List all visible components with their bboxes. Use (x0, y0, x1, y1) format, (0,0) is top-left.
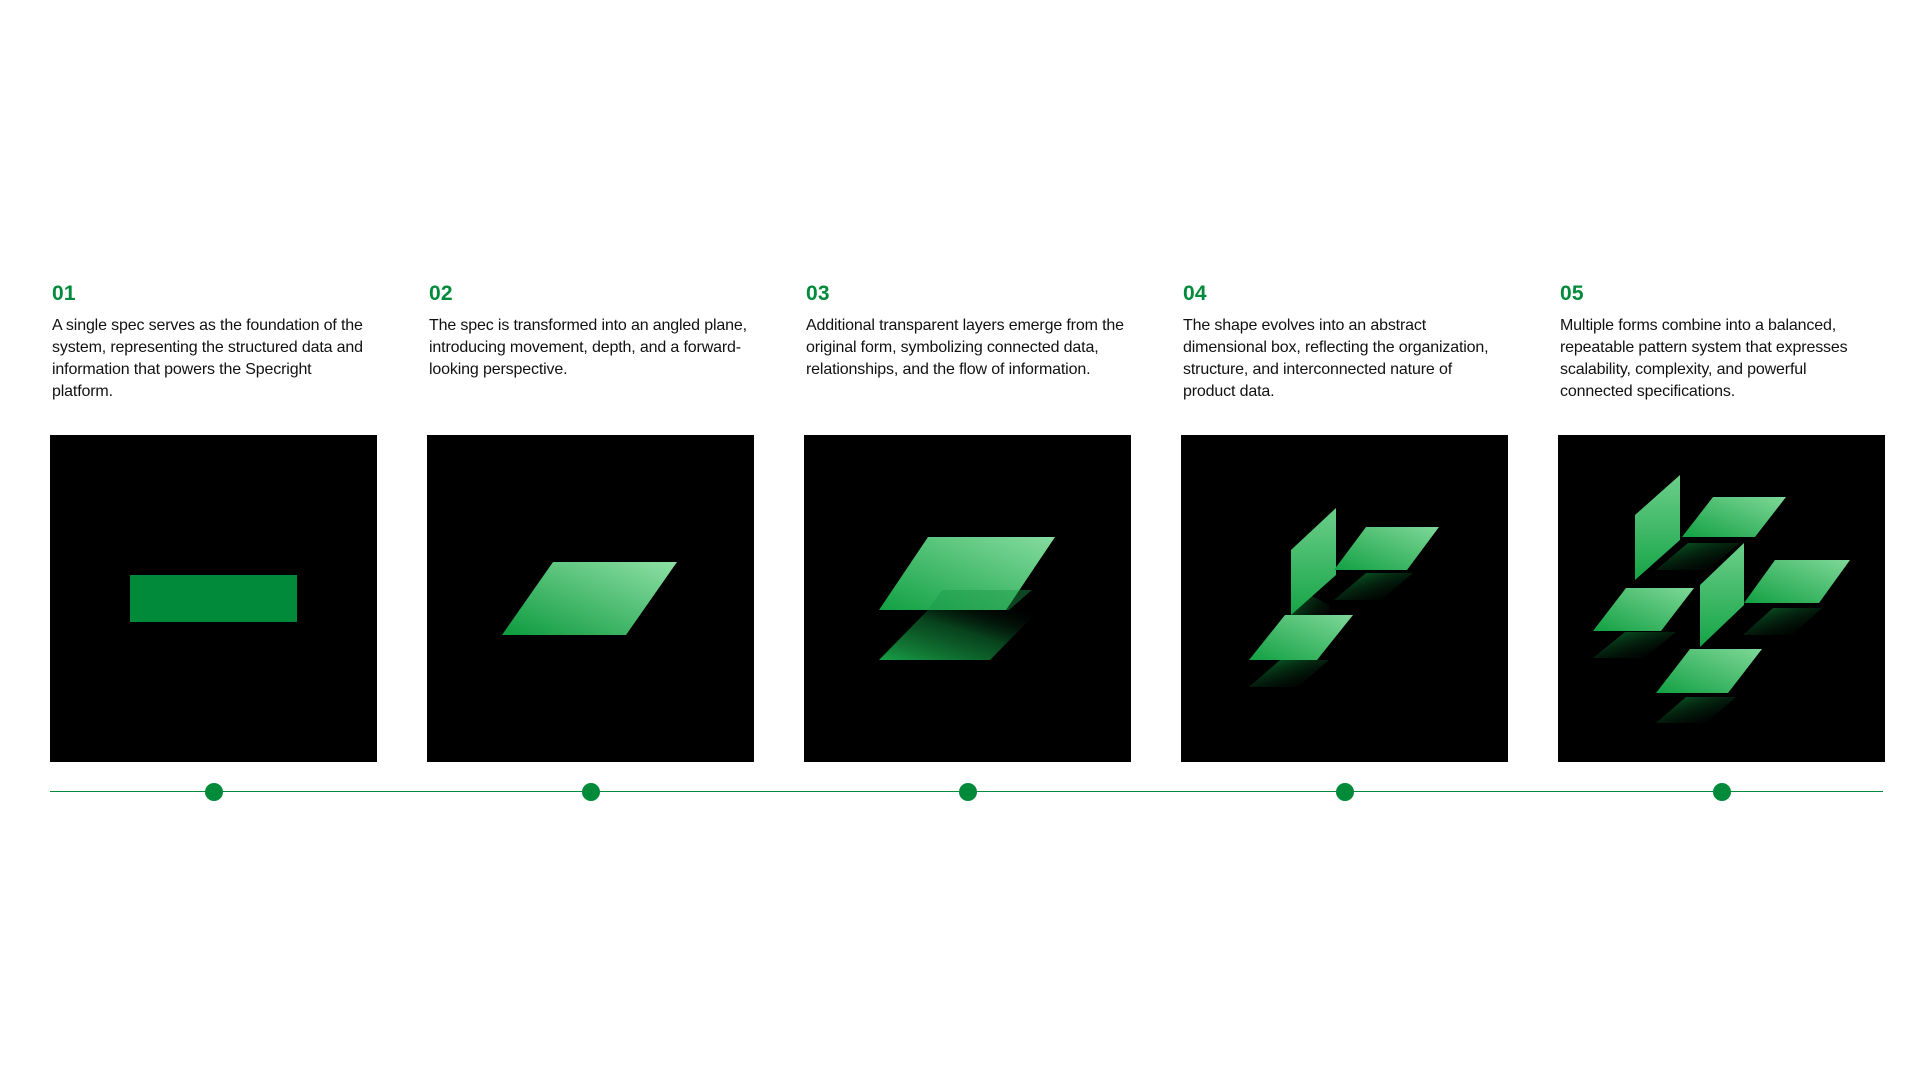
step-01-illustration (50, 435, 377, 762)
step-description: The spec is transformed into an angled p… (429, 317, 747, 378)
angled-plane-graphic (502, 562, 677, 635)
timeline-dot-01 (205, 783, 223, 801)
step-05: 05 Multiple forms combine into a balance… (1558, 282, 1885, 762)
step-04-illustration (1181, 435, 1508, 762)
step-03: 03 Additional transparent layers emerge … (804, 282, 1131, 762)
step-description: The shape evolves into an abstract dimen… (1183, 317, 1489, 400)
pattern-system-graphic (1593, 475, 1850, 723)
timeline-dot-04 (1336, 783, 1354, 801)
step-number: 05 (1560, 282, 1584, 305)
step-number: 01 (52, 282, 76, 305)
step-number: 02 (429, 282, 453, 305)
step-01: 01 A single spec serves as the foundatio… (50, 282, 377, 762)
timeline-dot-02 (582, 783, 600, 801)
step-number: 04 (1183, 282, 1207, 305)
step-02-illustration (427, 435, 754, 762)
timeline-dot-05 (1713, 783, 1731, 801)
layered-planes-graphic (879, 537, 1055, 660)
step-05-illustration (1558, 435, 1885, 762)
spec-rectangle-graphic (130, 575, 297, 622)
step-description: A single spec serves as the foundation o… (52, 317, 363, 400)
step-03-illustration (804, 435, 1131, 762)
step-02: 02 The spec is transformed into an angle… (427, 282, 754, 762)
timeline-dot-03 (959, 783, 977, 801)
step-number: 03 (806, 282, 830, 305)
step-description: Additional transparent layers emerge fro… (806, 317, 1124, 378)
step-description: Multiple forms combine into a balanced, … (1560, 317, 1848, 400)
step-04: 04 The shape evolves into an abstract di… (1181, 282, 1508, 762)
dimensional-box-graphic (1249, 508, 1439, 687)
